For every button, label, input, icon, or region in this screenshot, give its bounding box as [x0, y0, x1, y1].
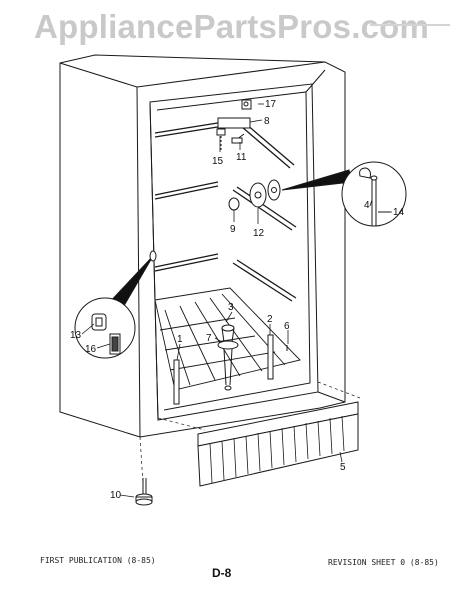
- bottom-basket: [154, 287, 301, 391]
- callout-labels: 17 8 15 11 9 12 3 7 2 1 6 5 10 13 16 4 1…: [70, 99, 405, 501]
- support-posts: [173, 334, 288, 405]
- callout-11: 11: [236, 152, 247, 163]
- callout-10: 10: [110, 490, 122, 501]
- light-assembly: [216, 99, 252, 150]
- callout-12: 12: [253, 228, 265, 239]
- footer-publication: FIRST PUBLICATION (8-85): [40, 556, 156, 565]
- callout-17: 17: [265, 99, 277, 110]
- callout-14: 14: [393, 207, 405, 218]
- callout-16: 16: [85, 344, 97, 355]
- callout-15: 15: [212, 156, 224, 167]
- thermostat-zoom-callout: [281, 161, 407, 227]
- drain-assembly: [217, 324, 239, 391]
- callout-6: 6: [284, 321, 290, 332]
- callout-8: 8: [264, 116, 270, 127]
- callout-3: 3: [228, 302, 234, 313]
- callout-9: 9: [230, 224, 236, 235]
- callout-4: 4: [364, 200, 370, 211]
- page-code: D-8: [212, 566, 232, 580]
- leader-lines: [81, 103, 392, 498]
- kickplate-grille: [197, 401, 359, 487]
- callout-13: 13: [70, 330, 82, 341]
- leveling-leg: [135, 478, 153, 506]
- footer-revision: REVISION SHEET 0 (8-85): [328, 558, 439, 567]
- watermark-underline: [370, 24, 450, 26]
- callout-7: 7: [206, 333, 212, 344]
- hinge-zoom-callout: [74, 250, 157, 359]
- callout-2: 2: [267, 314, 273, 325]
- thermostat-assembly: [228, 179, 281, 211]
- callout-5: 5: [340, 462, 346, 473]
- guide-lines: [139, 381, 361, 485]
- callout-1: 1: [177, 334, 183, 345]
- watermark-logo: AppliancePartsPros.com: [34, 8, 430, 45]
